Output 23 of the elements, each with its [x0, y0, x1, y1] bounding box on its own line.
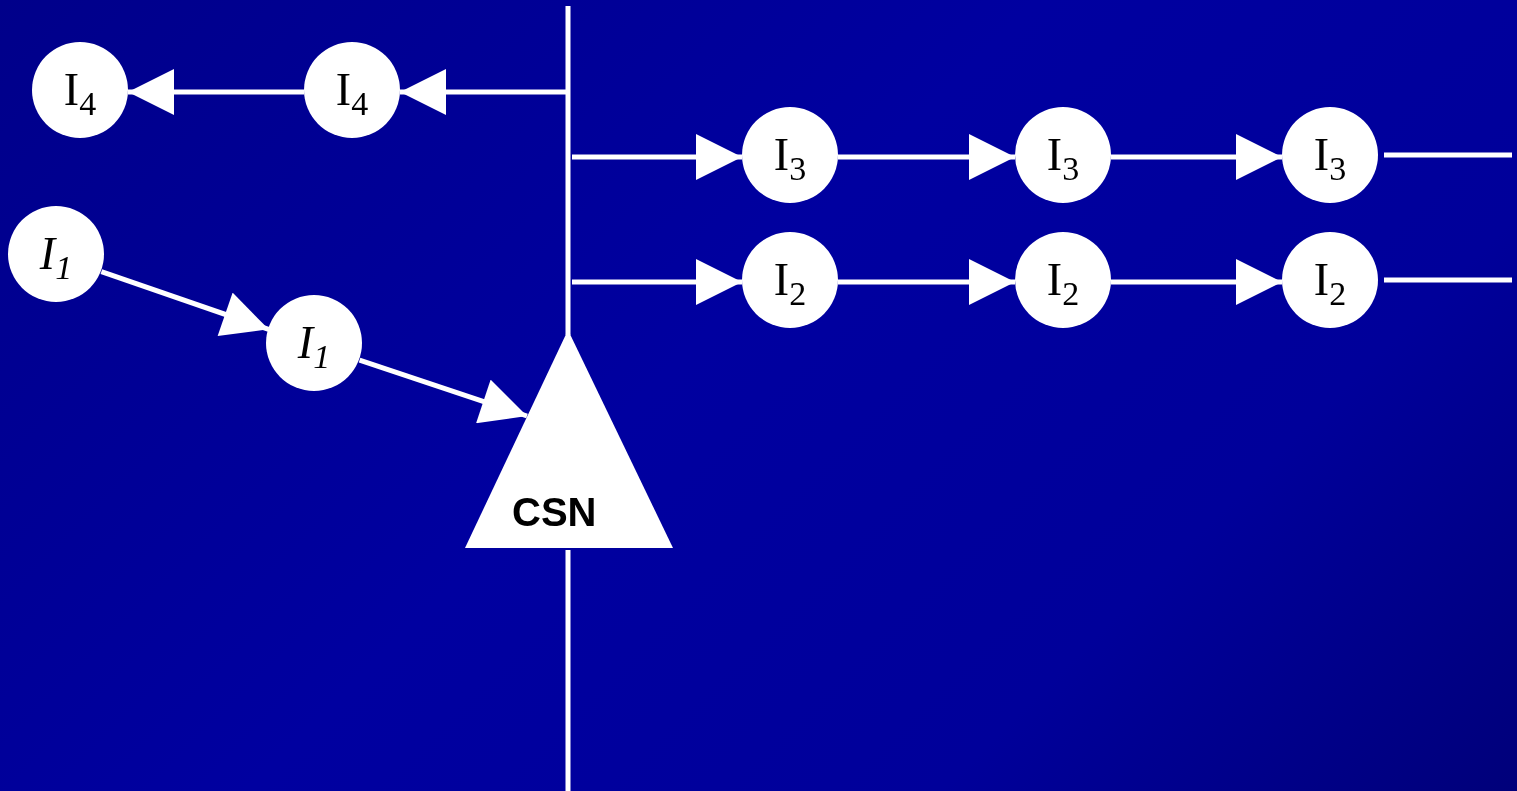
- axon-line: [1384, 277, 1512, 283]
- synapse-arrow: [128, 69, 304, 115]
- interneuron-circle: I$_{1}$: [8, 206, 104, 302]
- interneuron-circle: I$_{1}$: [266, 295, 362, 391]
- synapse-arrow: [838, 134, 1015, 180]
- neuron-label: CSN: [512, 490, 597, 535]
- interneuron-circle: I$_{4}$: [304, 42, 400, 138]
- synapse-arrow: [838, 259, 1015, 305]
- axon-line: [1384, 152, 1512, 158]
- synapse-arrow: [1111, 134, 1282, 180]
- synapse-arrow: [572, 259, 742, 305]
- synapse-arrow: [572, 134, 742, 180]
- synapse-arrow: [358, 357, 528, 424]
- interneuron-circle: I$_{3}$: [1282, 107, 1378, 203]
- interneuron-circle: I$_{3}$: [742, 107, 838, 203]
- interneuron-circle: I$_{2}$: [1282, 232, 1378, 328]
- interneuron-circle: I$_{4}$: [32, 42, 128, 138]
- interneuron-circle: I$_{3}$: [1015, 107, 1111, 203]
- synapse-arrow: [1111, 259, 1282, 305]
- synapse-arrow: [400, 69, 566, 115]
- synapse-arrow: [100, 269, 270, 337]
- interneuron-circle: I$_{2}$: [1015, 232, 1111, 328]
- interneuron-circle: I$_{2}$: [742, 232, 838, 328]
